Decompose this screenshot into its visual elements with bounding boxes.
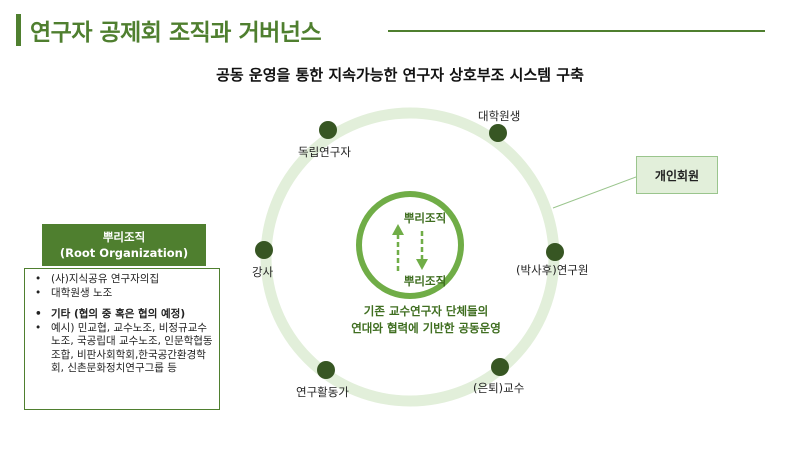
node-label-grad-student: 대학원생 [478,109,521,123]
node-dot-icon [489,124,507,142]
node-label-independent: 독립연구자 [298,145,351,159]
root-org-item: (사)지식공유 연구자의집 [33,273,215,287]
node-label-postdoc: (박사후)연구원 [516,263,589,277]
member-connector [552,176,637,209]
arrow-up-icon [392,224,404,271]
center-text-line1: 기존 교수연구자 단체들의 [363,304,489,318]
root-org-item-other: 기타 (협의 중 혹은 협의 예정) [33,308,215,322]
center-text-line2: 연대와 협력에 기반한 공동운영 [351,321,501,335]
root-org-header: 뿌리조직 (Root Organization) [42,224,206,266]
title-accent-bar [16,14,21,46]
node-label-activist: 연구활동가 [296,385,349,399]
title-rule [388,30,765,32]
inner-ring [356,191,464,299]
node-dot-icon [317,361,335,379]
root-org-header-subtitle: (Root Organization) [59,246,189,260]
member-box: 개인회원 [636,156,718,194]
node-label-retired-professor: (은퇴)교수 [473,381,525,395]
root-org-list: (사)지식공유 연구자의집 대학원생 노조 기타 (협의 중 혹은 협의 예정)… [24,268,220,410]
node-label-lecturer: 강사 [252,265,274,279]
node-dot-icon [546,243,564,261]
root-org-item: 대학원생 노조 [33,287,215,301]
inner-label-top: 뿌리조직 [403,211,447,225]
arrow-down-icon [416,231,428,270]
root-org-header-title: 뿌리조직 [102,230,146,244]
node-dot-icon [491,358,509,376]
root-org-item-examples: 예시) 민교협, 교수노조, 비정규교수노조, 국공립대 교수노조, 인문학협동… [33,322,215,376]
page-subtitle: 공동 운영을 통한 지속가능한 연구자 상호부조 시스템 구축 [216,66,584,84]
node-dot-icon [319,121,337,139]
inner-label-bottom: 뿌리조직 [403,274,447,288]
node-dot-icon [255,241,273,259]
page-title: 연구자 공제회 조직과 거버넌스 [30,20,322,46]
